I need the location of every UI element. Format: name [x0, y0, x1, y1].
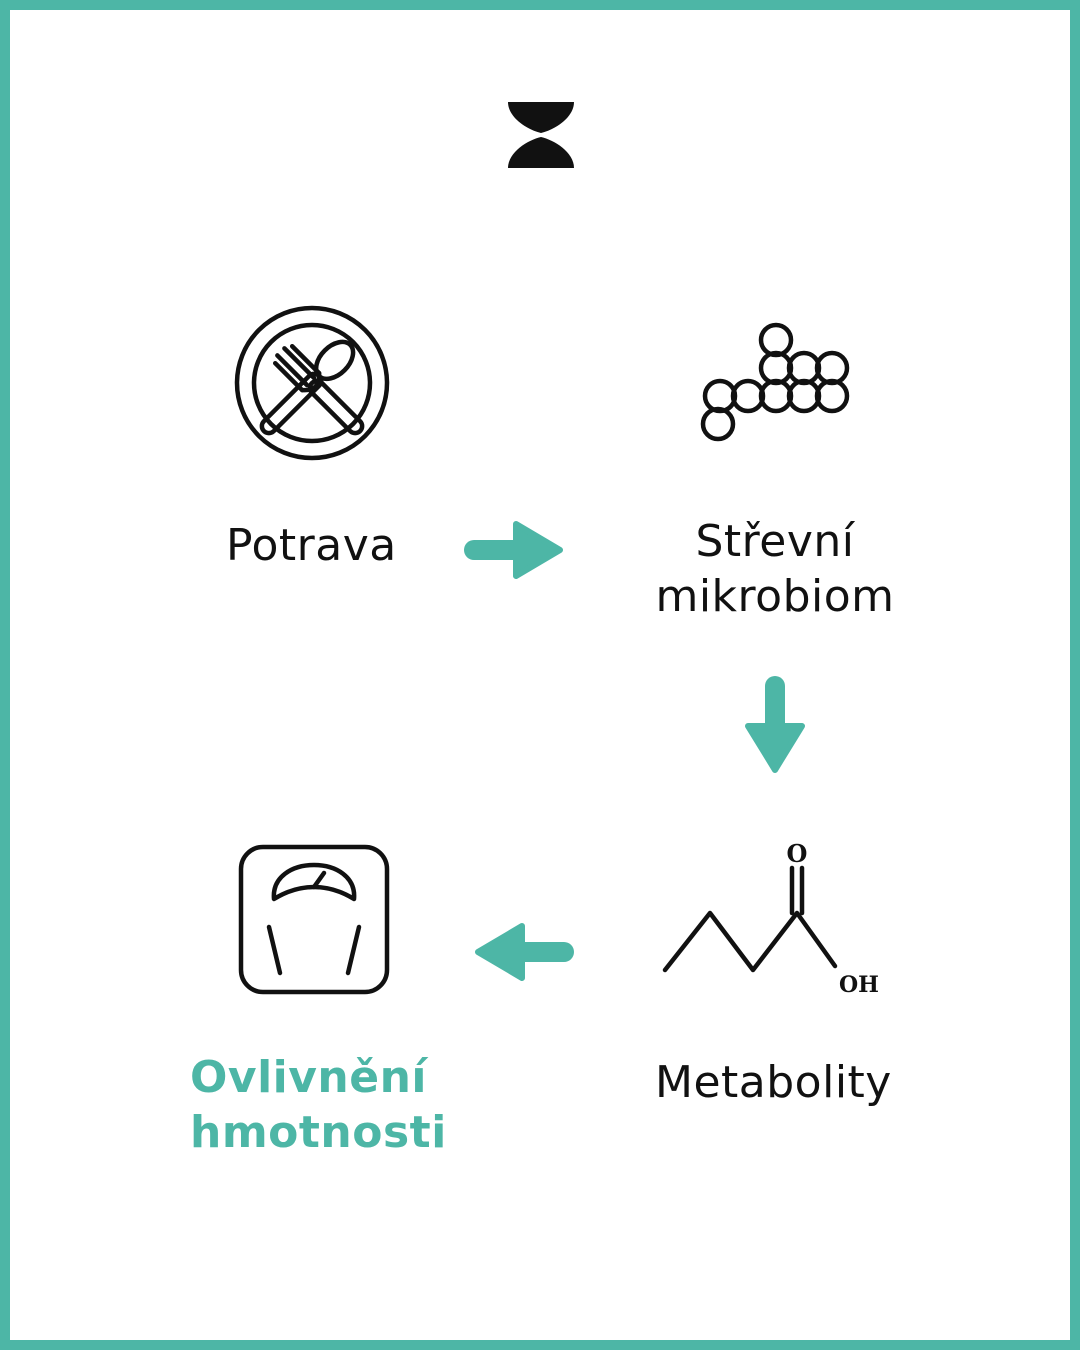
arrow-left-icon [475, 923, 574, 981]
node-label-weight: Ovlivnění hmotnosti [190, 1050, 447, 1160]
node-label-microbiome-line1: Střevní [695, 516, 855, 567]
hourglass-logo-icon [508, 102, 574, 168]
node-label-microbiome: Střevní mikrobiom [635, 514, 915, 624]
butyric-acid-molecule-icon: O OH [662, 839, 879, 998]
bathroom-scale-icon [238, 844, 390, 995]
node-label-food: Potrava [226, 520, 397, 571]
arrow-right-icon [464, 521, 563, 579]
oxygen-atom-label: O [787, 839, 808, 868]
node-label-weight-line2: hmotnosti [190, 1107, 447, 1158]
hydroxyl-group-label: OH [839, 972, 879, 998]
arrow-down-icon [745, 676, 805, 773]
node-label-weight-line1: Ovlivnění [190, 1052, 428, 1103]
bacteria-cluster-icon [700, 322, 850, 442]
node-label-microbiome-line2: mikrobiom [655, 571, 895, 622]
node-label-metabolites: Metabolity [655, 1057, 892, 1108]
plate-fork-spoon-icon [234, 305, 390, 461]
